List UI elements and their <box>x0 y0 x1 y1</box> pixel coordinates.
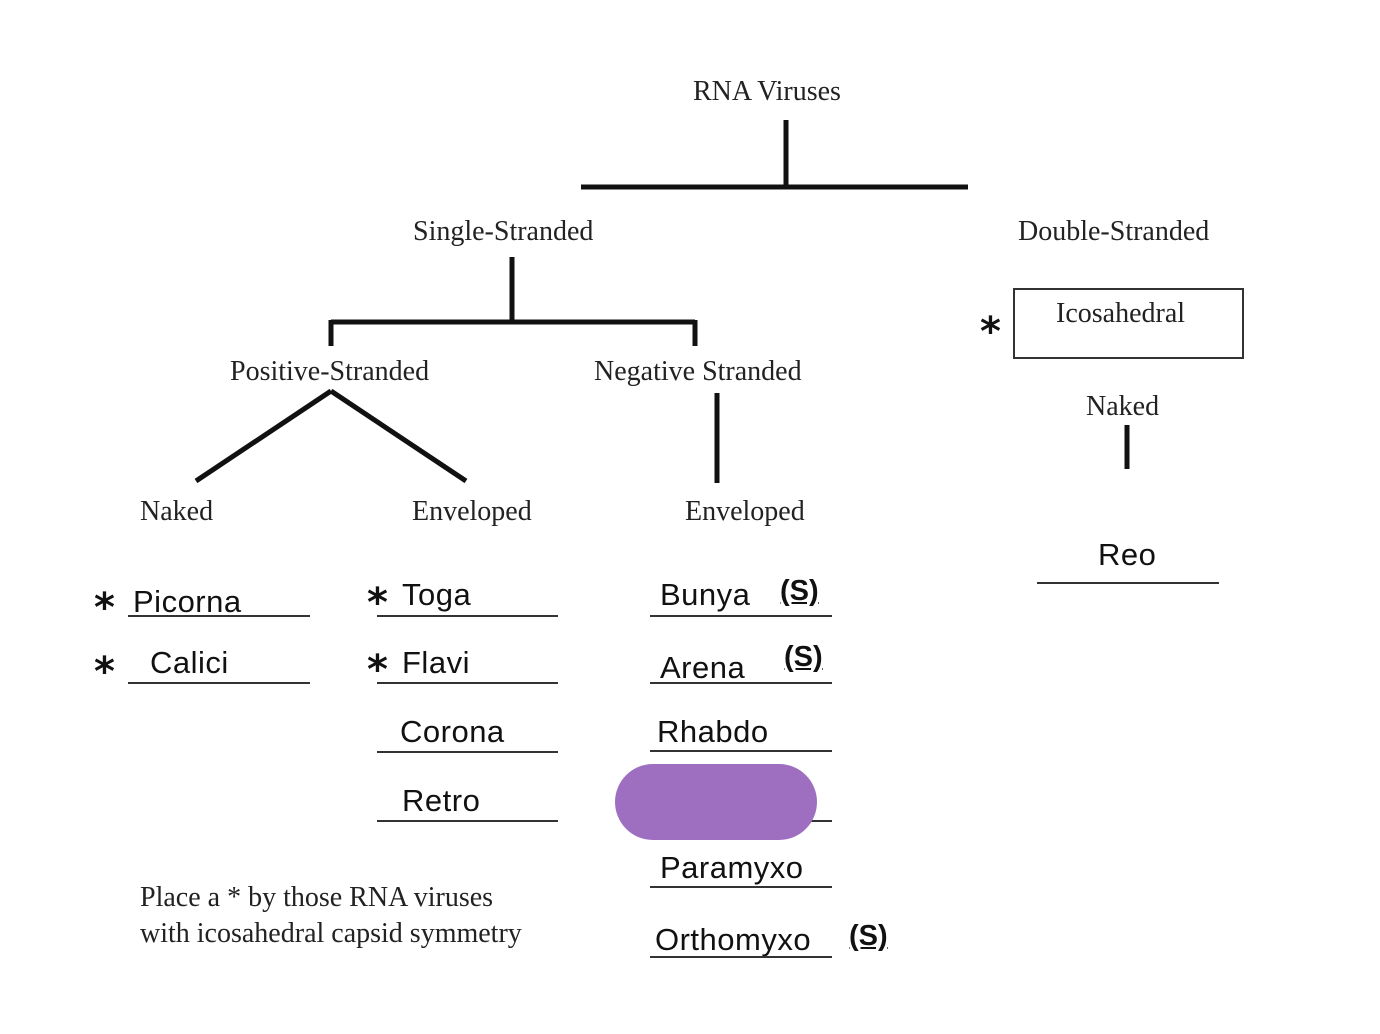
blank-line <box>128 682 310 684</box>
flavi-star: * <box>367 647 388 693</box>
blank-line <box>650 956 832 958</box>
entry-orthomyxo: Orthomyxo <box>655 922 812 957</box>
orthomyxo-segmented-flag: (S) <box>849 920 888 952</box>
picorna-star: * <box>94 585 115 631</box>
edge-pos-naked <box>194 388 333 484</box>
node-icosahedral: Icosahedral <box>1056 298 1186 329</box>
entry-flavi: Flavi <box>402 645 470 680</box>
entry-retro: Retro <box>402 783 481 818</box>
redaction-highlight <box>615 764 817 840</box>
blank-line <box>650 750 832 752</box>
node-neg-enveloped: Enveloped <box>685 496 805 527</box>
arena-segmented-flag: (S) <box>784 641 823 673</box>
calici-star: * <box>94 649 115 695</box>
icosahedral-star: * <box>980 309 1001 355</box>
instruction-line-1: Place a * by those RNA viruses <box>140 882 494 913</box>
edge-pos-enveloped <box>329 388 468 484</box>
node-positive-stranded: Positive-Stranded <box>230 356 430 387</box>
entry-toga: Toga <box>402 577 472 612</box>
node-double-stranded: Double-Stranded <box>1018 216 1210 247</box>
entry-paramyxo: Paramyxo <box>660 850 804 885</box>
node-single-stranded: Single-Stranded <box>413 216 594 247</box>
node-rna-viruses: RNA Viruses <box>693 76 841 107</box>
node-pos-enveloped: Enveloped <box>412 496 532 527</box>
entry-picorna: Picorna <box>133 584 242 619</box>
blank-line <box>377 682 558 684</box>
node-negative-stranded: Negative Stranded <box>594 356 802 387</box>
bunya-segmented-flag: (S) <box>780 575 819 607</box>
node-pos-naked: Naked <box>140 496 214 527</box>
blank-line <box>377 751 558 753</box>
entry-bunya: Bunya <box>660 577 751 612</box>
entry-rhabdo: Rhabdo <box>657 714 769 749</box>
entry-reo: Reo <box>1098 537 1157 572</box>
entry-corona: Corona <box>400 714 505 749</box>
entry-calici: Calici <box>150 645 229 680</box>
blank-line <box>377 820 558 822</box>
icosahedral-box <box>1013 288 1244 359</box>
blank-line <box>650 682 832 684</box>
instruction-line-2: with icosahedral capsid symmetry <box>140 918 522 949</box>
entry-arena: Arena <box>660 650 746 685</box>
blank-line <box>650 886 832 888</box>
blank-line <box>377 615 558 617</box>
node-ds-naked: Naked <box>1086 391 1160 422</box>
toga-star: * <box>367 580 388 626</box>
blank-line <box>650 615 832 617</box>
blank-line <box>1037 582 1219 584</box>
blank-line <box>128 615 310 617</box>
